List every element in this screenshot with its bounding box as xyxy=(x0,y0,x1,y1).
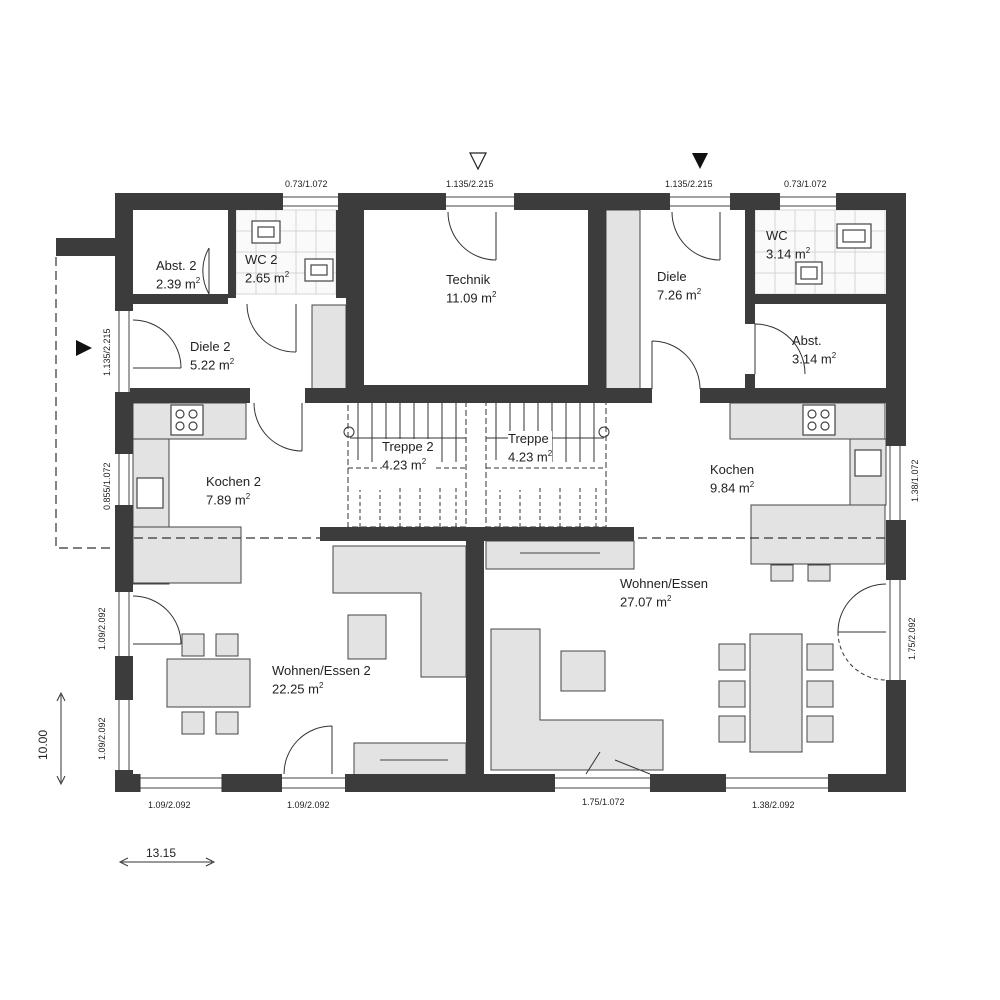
dining-table-wohnen2 xyxy=(166,658,251,708)
upper-floor-outline xyxy=(55,257,895,549)
dim-top-diele: 1.135/2.215 xyxy=(665,179,713,189)
room-abst: Abst.3.14 m2 xyxy=(792,333,837,367)
dining-table-wohnen xyxy=(749,633,803,753)
sideboard-wohnen2 xyxy=(353,742,467,776)
dim-overall-height: 10.00 xyxy=(36,729,50,760)
counter-kochen2-bottom xyxy=(132,526,242,584)
sanitary xyxy=(136,220,882,509)
dim-right-wohnen: 1.75/2.092 xyxy=(907,617,917,660)
sideboard-wohnen xyxy=(485,540,635,570)
island-kochen xyxy=(750,504,886,565)
windows xyxy=(118,196,901,789)
sofa-wohnen xyxy=(490,628,664,771)
table-wohnen-coffee xyxy=(560,650,606,692)
entrance-arrow-outline-icon xyxy=(469,152,487,171)
doors xyxy=(132,211,887,792)
dim-top-technik: 1.135/2.215 xyxy=(446,179,494,189)
dim-left-kochen2: 0.855/1.072 xyxy=(102,462,112,510)
stool-2 xyxy=(807,564,831,582)
dimension-lines xyxy=(56,691,216,867)
cabinet-diele2 xyxy=(311,304,347,390)
dim-bottom-3: 1.75/1.072 xyxy=(582,797,625,807)
cabinet-diele xyxy=(605,209,641,391)
dim-right-kochen: 1.38/1.072 xyxy=(910,459,920,502)
dim-bottom-4: 1.38/2.092 xyxy=(752,800,795,810)
entrance-arrow-filled-icon xyxy=(76,340,92,356)
dim-left-wohnen2-a: 1.09/2.092 xyxy=(97,607,107,650)
stool-1 xyxy=(770,564,794,582)
dim-top-wc2: 0.73/1.072 xyxy=(285,179,328,189)
dim-left-wohnen2-b: 1.09/2.092 xyxy=(97,717,107,760)
dim-top-wc: 0.73/1.072 xyxy=(784,179,827,189)
walls xyxy=(56,193,906,792)
table-wohnen2-coffee xyxy=(347,614,387,660)
dim-bottom-2: 1.09/2.092 xyxy=(287,800,330,810)
dim-left-diele2: 1.135/2.215 xyxy=(102,328,112,376)
dim-bottom-1: 1.09/2.092 xyxy=(148,800,191,810)
entrance-arrow-filled-icon xyxy=(692,153,708,169)
dim-overall-width: 13.15 xyxy=(146,846,177,860)
